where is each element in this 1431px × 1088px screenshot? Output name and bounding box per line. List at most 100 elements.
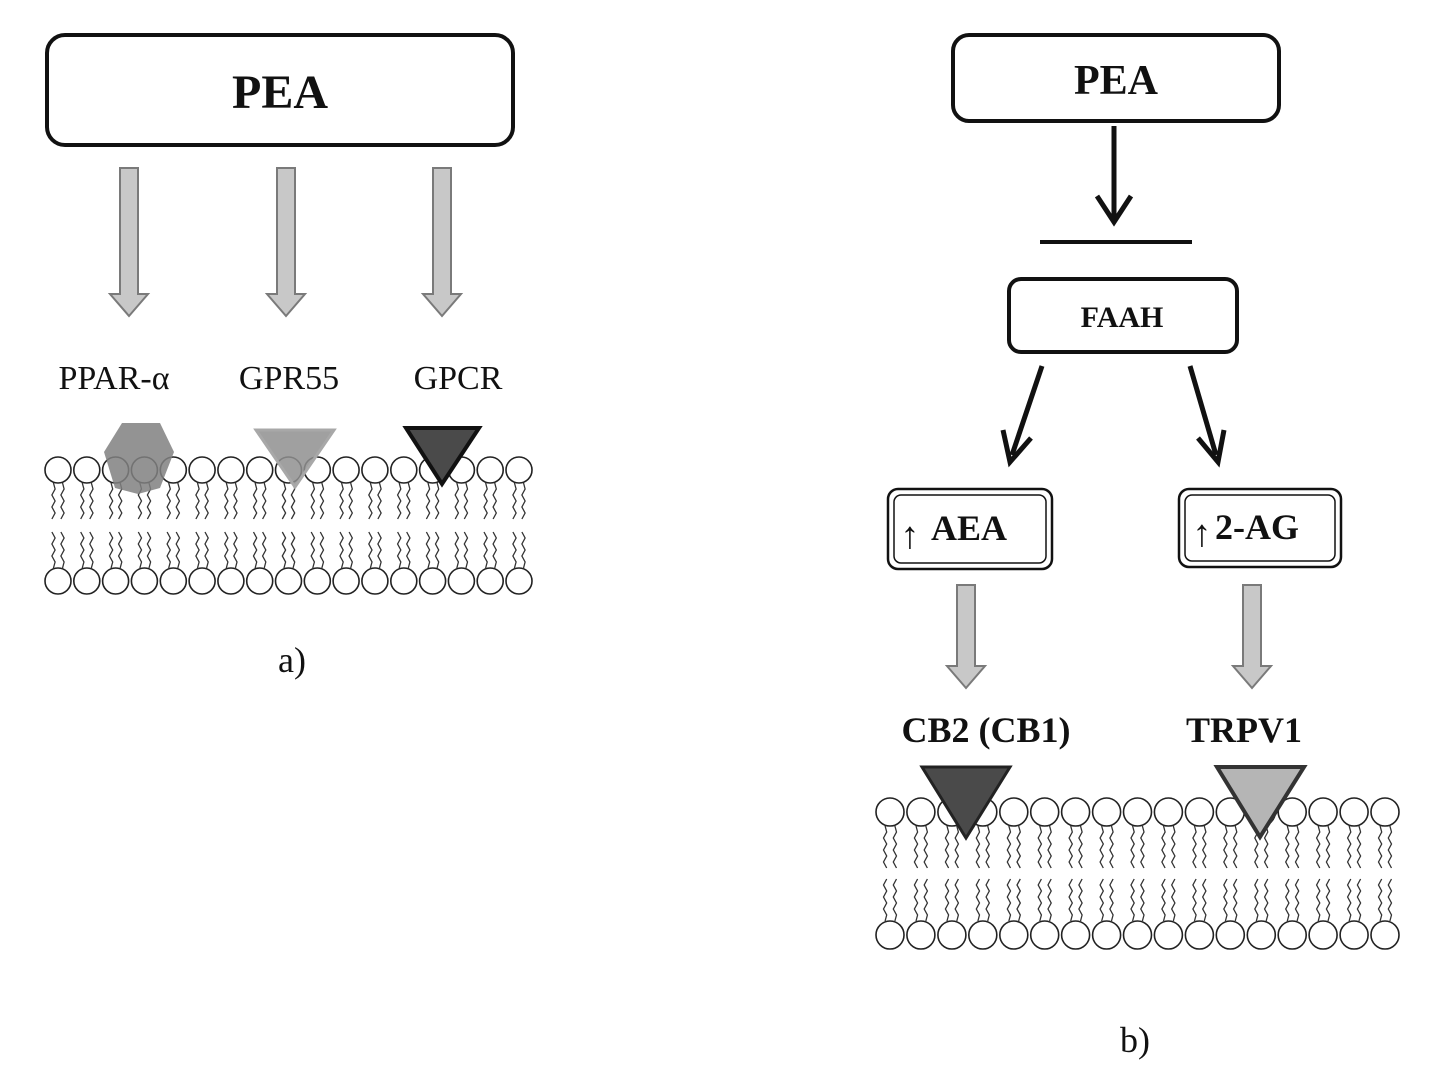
lipid-tail: [175, 531, 181, 569]
lipid-head: [1153, 797, 1184, 827]
lipid-head: [1277, 797, 1307, 827]
lipid-tail: [1315, 878, 1321, 922]
lipid-tail: [368, 531, 373, 569]
panel-a-caption: a): [278, 640, 306, 680]
lipid-tail: [1161, 825, 1166, 869]
lipid-head: [505, 567, 533, 595]
lipid-tail: [1016, 825, 1022, 869]
lipid-tail: [521, 482, 526, 520]
lipid-tail: [310, 531, 316, 569]
panel-b-pea-box: [951, 33, 1281, 123]
lipid-tail: [1201, 825, 1207, 869]
lipid-head: [303, 567, 332, 595]
lipid-tail: [913, 878, 919, 922]
lipid-tail: [1047, 878, 1052, 922]
lipid-tail: [923, 878, 929, 922]
lipid-tail: [913, 825, 919, 869]
lipid-head: [361, 456, 389, 484]
lipid-tail: [975, 825, 981, 869]
lipid-head: [906, 920, 936, 950]
lipid-tail: [166, 482, 172, 520]
lipid-bilayer-b: [875, 797, 1400, 950]
lipid-head: [389, 456, 418, 484]
lipid-head: [937, 920, 967, 950]
lipid-tail: [512, 482, 517, 520]
arrow-to-aea-shaft: [1009, 365, 1045, 456]
arrow-to-2ag-head: [1196, 429, 1227, 468]
lipid-head: [505, 456, 533, 484]
lipid-tail: [892, 878, 898, 922]
lipid-tail: [1016, 878, 1022, 922]
lipid-tail: [1232, 825, 1238, 869]
gray-arrow-ppar: [107, 167, 151, 318]
lipid-tail: [51, 482, 56, 520]
lipid-tail: [1346, 825, 1352, 869]
lipid-tail: [454, 531, 460, 569]
lipid-tail: [892, 825, 898, 869]
lipid-head: [875, 920, 905, 950]
lipid-head: [1215, 920, 1246, 950]
lipid-tail: [252, 531, 258, 569]
lipid-tail: [1387, 878, 1393, 922]
lipid-tail: [1140, 825, 1145, 869]
lipid-tail: [1078, 825, 1083, 869]
panel-b: PEA FAAH ↑ AEA ↑ 2-AG CB2 (CB1) TRPV1: [875, 33, 1400, 1060]
lipid-tail: [521, 531, 526, 569]
lipid-tail: [281, 482, 287, 520]
lipid-head: [1091, 920, 1122, 950]
lipid-tail: [339, 482, 344, 520]
lipid-head: [389, 567, 418, 595]
lipid-head: [998, 797, 1029, 827]
aea-box-inner: [893, 494, 1047, 564]
lipid-tail: [1130, 825, 1135, 869]
lipid-tail: [1325, 878, 1331, 922]
lipid-tail: [261, 531, 267, 569]
lipid-tail: [1325, 825, 1331, 869]
lipid-tail: [319, 531, 325, 569]
lipid-tail: [1068, 878, 1074, 922]
lipid-head: [1122, 797, 1153, 827]
cb2-receptor-shape: [919, 765, 1013, 841]
lipid-head: [44, 456, 72, 484]
gpr55-receptor-shape: [253, 428, 337, 490]
lipid-tail: [108, 531, 114, 569]
receptor-label-ppar-alpha: PPAR-α: [58, 360, 169, 397]
lipid-tail: [1109, 878, 1114, 922]
lipid-tail: [1294, 825, 1300, 869]
lipid-head: [1060, 797, 1091, 827]
panel-b-pea-label: PEA: [1074, 58, 1159, 104]
lipid-tail: [79, 531, 85, 569]
lipid-tail: [175, 482, 181, 520]
lipid-tail: [1254, 878, 1259, 922]
lipid-head: [159, 567, 188, 595]
lipid-head: [274, 567, 303, 595]
lipid-head: [1184, 797, 1215, 827]
2ag-label: 2-AG: [1215, 507, 1299, 547]
lipid-tail: [954, 878, 960, 922]
lipid-tail: [1223, 878, 1228, 922]
lipid-tail: [985, 825, 991, 869]
ppar-alpha-receptor-shape: [104, 423, 174, 494]
lipid-head: [875, 797, 905, 827]
lipid-tail: [60, 482, 65, 520]
gpcr-receptor-shape: [402, 426, 483, 488]
lipid-head: [1246, 920, 1277, 950]
lipid-head: [967, 920, 998, 950]
aea-box-outer: [886, 487, 1054, 571]
lipid-head: [101, 567, 130, 595]
lipid-tail: [434, 531, 440, 569]
lipid-tail: [1078, 878, 1083, 922]
lipid-tail: [89, 531, 94, 569]
lipid-head: [361, 567, 389, 595]
lipid-tail: [405, 531, 411, 569]
lipid-head: [1308, 920, 1338, 950]
lipid-tail: [204, 531, 209, 569]
lipid-tail: [1068, 825, 1074, 869]
lipid-head: [217, 567, 245, 595]
lipid-head: [1339, 920, 1369, 950]
lipid-tail: [1170, 878, 1176, 922]
lipid-tail: [454, 482, 460, 520]
lipid-tail: [1192, 878, 1197, 922]
lipid-tail: [1232, 878, 1238, 922]
